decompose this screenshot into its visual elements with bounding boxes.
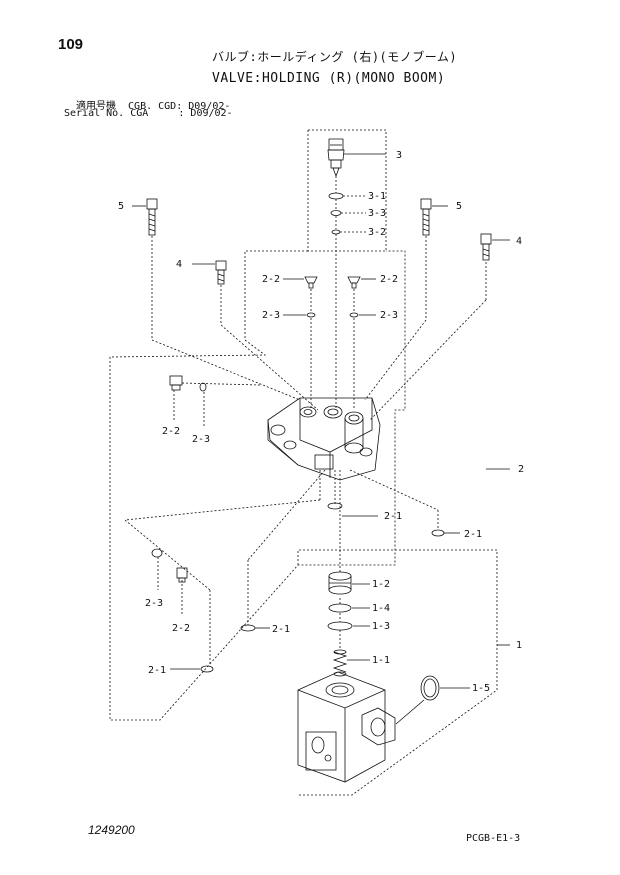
o-ring-2-1-a-icon (327, 502, 343, 510)
callout-5-right: 5 (456, 201, 462, 212)
o-ring-3-1-icon (328, 192, 344, 200)
group-3-boundary (307, 129, 387, 252)
o-ring-2-3-left-icon (306, 312, 316, 318)
page-code: PCGB-E1-3 (466, 833, 521, 844)
o-ring-1-5-icon (420, 675, 440, 701)
title-english: VALVE:HOLDING (R)(MONO BOOM) (212, 71, 446, 86)
cartridge-valve-3-icon (327, 138, 345, 178)
callout-2-1-d: 2-1 (148, 665, 166, 676)
o-ring-2-1-d-icon (200, 665, 214, 673)
callout-3-2: 3-2 (368, 227, 386, 238)
o-ring-2-1-b-icon (431, 529, 445, 537)
o-ring-3-3-icon (330, 210, 342, 216)
callout-2-2-side: 2-2 (162, 426, 180, 437)
o-ring-2-3-right-icon (349, 312, 359, 318)
callout-1-1: 1-1 (372, 655, 390, 666)
callout-1-4: 1-4 (372, 603, 390, 614)
bolt-4-left-icon (215, 260, 227, 285)
callout-2-1-a: 2-1 (384, 511, 402, 522)
callout-3-3: 3-3 (368, 208, 386, 219)
callout-3-1: 3-1 (368, 191, 386, 202)
plug-2-2-right-icon (347, 276, 361, 289)
group-1-boundary (297, 549, 498, 796)
callout-1-2: 1-2 (372, 579, 390, 590)
callout-2-2-left: 2-2 (262, 274, 280, 285)
o-ring-3-2-icon (331, 229, 341, 235)
callout-2-3-low: 2-3 (145, 598, 163, 609)
valve-casing-1-icon (297, 671, 425, 783)
callout-4-right: 4 (516, 236, 522, 247)
callout-2-2-right: 2-2 (380, 274, 398, 285)
group-2-boundary (109, 250, 406, 721)
callout-2-3-right: 2-3 (380, 310, 398, 321)
callout-5-left: 5 (118, 201, 124, 212)
o-ring-1-3-icon (327, 621, 353, 631)
serial-line-en: Serial No. CGA : D09/02- (64, 108, 233, 119)
serial-line-jp: 適用号機 CGB. CGD: D09/02- (76, 101, 231, 112)
backup-ring-1-4-icon (328, 603, 352, 613)
plug-2-2-low-icon (176, 567, 188, 583)
spring-1-1-icon (332, 649, 348, 677)
callout-3: 3 (396, 150, 402, 161)
plug-1-2-icon (328, 571, 352, 595)
holding-valve-body-2-icon (267, 397, 381, 481)
bolt-5-right-icon (420, 198, 432, 236)
callout-2-2-low: 2-2 (172, 623, 190, 634)
callout-1-5: 1-5 (472, 683, 490, 694)
bolt-5-left-icon (146, 198, 158, 236)
title-japanese: バルブ:ホールディング (右)(モノブーム) (212, 50, 458, 64)
page-number: 109 (58, 36, 84, 53)
o-ring-2-3-low-icon (151, 548, 163, 558)
callout-2: 2 (518, 464, 524, 475)
callout-2-3-side: 2-3 (192, 434, 210, 445)
callout-4-left: 4 (176, 259, 182, 270)
callout-2-1-c: 2-1 (272, 624, 290, 635)
callout-2-1-b: 2-1 (464, 529, 482, 540)
plug-2-2-left-icon (304, 276, 318, 289)
plug-2-2-side-icon (169, 375, 183, 391)
o-ring-2-1-c-icon (240, 624, 256, 632)
callout-1: 1 (516, 640, 522, 651)
drawing-number: 1249200 (88, 823, 135, 837)
o-ring-2-3-side-icon (199, 382, 207, 392)
callout-2-3-left: 2-3 (262, 310, 280, 321)
callout-1-3: 1-3 (372, 621, 390, 632)
bolt-4-right-icon (480, 233, 492, 261)
